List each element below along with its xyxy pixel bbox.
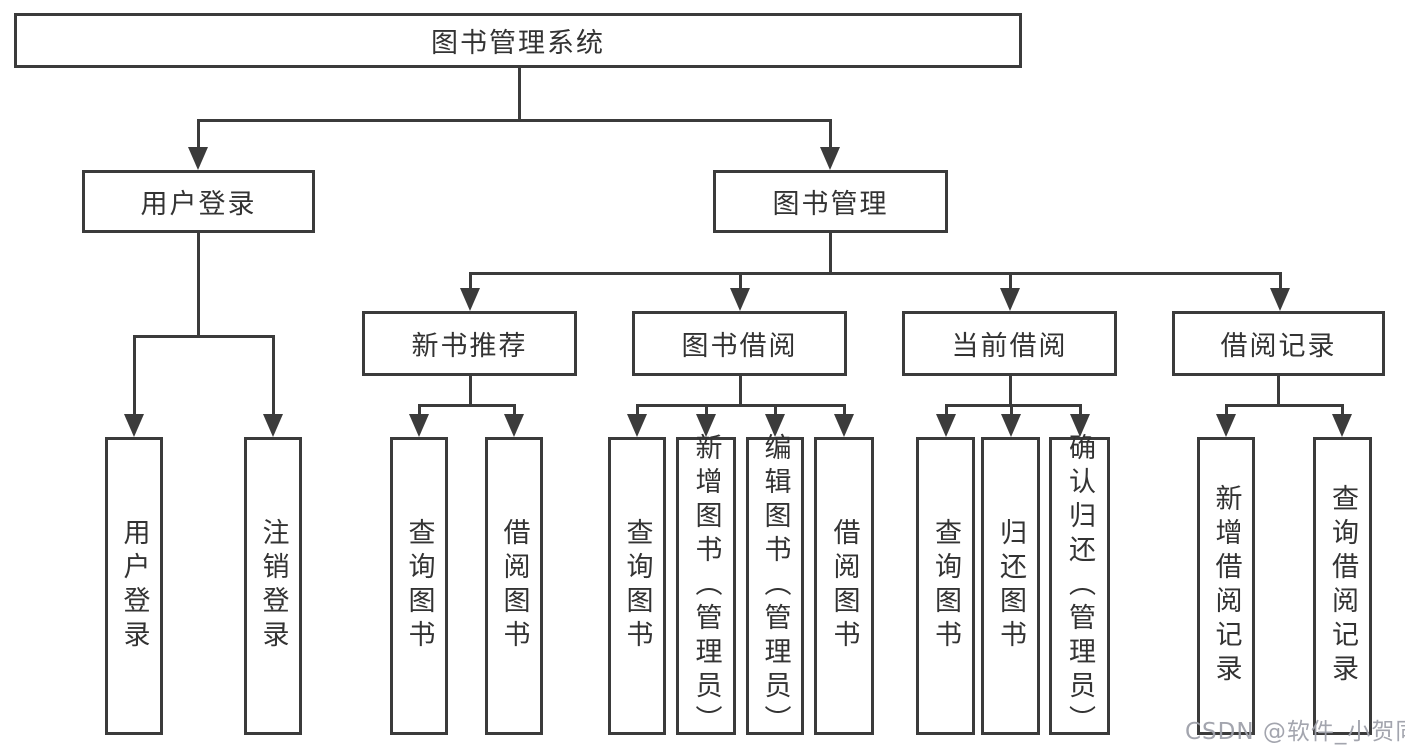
node-borrowing-records: 借阅记录 (1172, 311, 1385, 376)
arrowhead-new-book (460, 288, 480, 311)
connector-drop-borrowing-add (705, 404, 708, 417)
connector-bookmgmt-rail (469, 272, 1282, 275)
connector-drop-logout (272, 335, 275, 417)
leaf-logout-label: 注销登录 (257, 518, 289, 654)
connector-drop-login (133, 335, 136, 417)
arrowhead-newbook-borrow (504, 414, 524, 437)
connector-drop-newbook-borrow (513, 404, 516, 417)
node-book-borrowing: 图书借阅 (632, 311, 847, 376)
connector-drop-book-mgmt (829, 119, 832, 150)
leaf-newbook-query-books: 查询图书 (390, 437, 448, 735)
leaf-newbook-borrow-books-label: 借阅图书 (498, 518, 530, 654)
connector-borrowing-rail (636, 404, 846, 407)
connector-drop-current-return (1010, 404, 1013, 417)
arrowhead-borrow-records (1270, 288, 1290, 311)
arrowhead-borrowing-query (627, 414, 647, 437)
connector-records-stem (1277, 376, 1280, 407)
node-book-management-label: 图书管理 (772, 189, 889, 220)
connector-root-stem (518, 66, 521, 121)
leaf-current-query-books: 查询图书 (916, 437, 975, 735)
connector-current-stem (1009, 376, 1012, 407)
arrowhead-book-mgmt (820, 147, 840, 170)
connector-newbook-stem (469, 376, 472, 407)
connector-drop-records-add (1225, 404, 1228, 417)
arrowhead-book-borrow (730, 288, 750, 311)
connector-userlogin-stem (197, 233, 200, 338)
leaf-borrowing-query-books: 查询图书 (608, 437, 666, 735)
node-current-borrowing-label: 当前借阅 (951, 331, 1068, 362)
connector-drop-newbook-query (418, 404, 421, 417)
arrowhead-current-return (1001, 414, 1021, 437)
connector-records-rail (1225, 404, 1344, 407)
arrowhead-borrowing-borrow (834, 414, 854, 437)
arrowhead-logout (263, 414, 283, 437)
arrowhead-newbook-query (409, 414, 429, 437)
leaf-current-confirm-return-admin: 确认归还（管理员） (1049, 433, 1110, 739)
connector-drop-book-borrow (739, 272, 742, 292)
connector-drop-user-login (197, 119, 200, 150)
leaf-newbook-query-books-label: 查询图书 (403, 518, 435, 654)
leaf-current-confirm-return-admin-label: 确认归还（管理员） (1064, 433, 1095, 739)
connector-drop-current-query (945, 404, 948, 417)
leaf-records-query-record-label: 查询借阅记录 (1327, 484, 1358, 688)
arrowhead-records-query (1332, 414, 1352, 437)
leaf-borrowing-edit-books-admin: 编辑图书（管理员） (746, 433, 804, 739)
connector-drop-borrow-records (1279, 272, 1282, 292)
node-new-book-recommend-label: 新书推荐 (411, 331, 528, 362)
connector-bookmgmt-stem (829, 233, 832, 275)
node-user-login-label: 用户登录 (140, 189, 257, 220)
arrowhead-login (124, 414, 144, 437)
connector-userlogin-rail (133, 335, 275, 338)
leaf-records-query-record: 查询借阅记录 (1313, 437, 1372, 735)
node-borrowing-records-label: 借阅记录 (1220, 331, 1337, 362)
node-new-book-recommend: 新书推荐 (362, 311, 577, 376)
leaf-logout: 注销登录 (244, 437, 302, 735)
connector-drop-current-confirm (1079, 404, 1082, 417)
node-current-borrowing: 当前借阅 (902, 311, 1117, 376)
arrowhead-borrowing-edit (765, 414, 785, 437)
leaf-borrowing-query-books-label: 查询图书 (621, 518, 653, 654)
connector-drop-records-query (1341, 404, 1344, 417)
connector-drop-current-borrow (1009, 272, 1012, 292)
arrowhead-current-confirm (1070, 414, 1090, 437)
leaf-borrowing-edit-books-admin-label: 编辑图书（管理员） (759, 433, 791, 739)
arrowhead-current-query (936, 414, 956, 437)
leaf-current-query-books-label: 查询图书 (930, 518, 961, 654)
node-library-system: 图书管理系统 (14, 13, 1022, 68)
node-book-borrowing-label: 图书借阅 (681, 331, 798, 362)
arrowhead-current-borrow (1000, 288, 1020, 311)
connector-drop-borrowing-query (636, 404, 639, 417)
leaf-borrowing-borrow-books: 借阅图书 (814, 437, 874, 735)
watermark: CSDN @软件_小贺同学 (1185, 719, 1405, 745)
leaf-records-add-record-label: 新增借阅记录 (1210, 484, 1242, 688)
node-library-system-label: 图书管理系统 (431, 28, 605, 59)
leaf-current-return-books: 归还图书 (981, 437, 1040, 735)
connector-drop-borrowing-edit (774, 404, 777, 417)
leaf-borrowing-add-books-admin: 新增图书（管理员） (676, 433, 736, 739)
connector-root-rail (197, 119, 832, 122)
connector-current-rail (945, 404, 1082, 407)
leaf-borrowing-borrow-books-label: 借阅图书 (828, 518, 860, 654)
leaf-current-return-books-label: 归还图书 (995, 518, 1026, 654)
connector-drop-new-book (469, 272, 472, 292)
connector-newbook-rail (418, 404, 516, 407)
leaf-records-add-record: 新增借阅记录 (1197, 437, 1255, 735)
arrowhead-borrowing-add (696, 414, 716, 437)
node-user-login: 用户登录 (82, 170, 315, 233)
leaf-newbook-borrow-books: 借阅图书 (485, 437, 543, 735)
arrowhead-records-add (1216, 414, 1236, 437)
connector-borrowing-stem (739, 376, 742, 407)
connector-drop-borrowing-borrow (843, 404, 846, 417)
leaf-borrowing-add-books-admin-label: 新增图书（管理员） (690, 433, 722, 739)
leaf-user-login-label: 用户登录 (118, 518, 150, 654)
leaf-user-login: 用户登录 (105, 437, 163, 735)
node-book-management: 图书管理 (713, 170, 948, 233)
arrowhead-user-login (188, 147, 208, 170)
